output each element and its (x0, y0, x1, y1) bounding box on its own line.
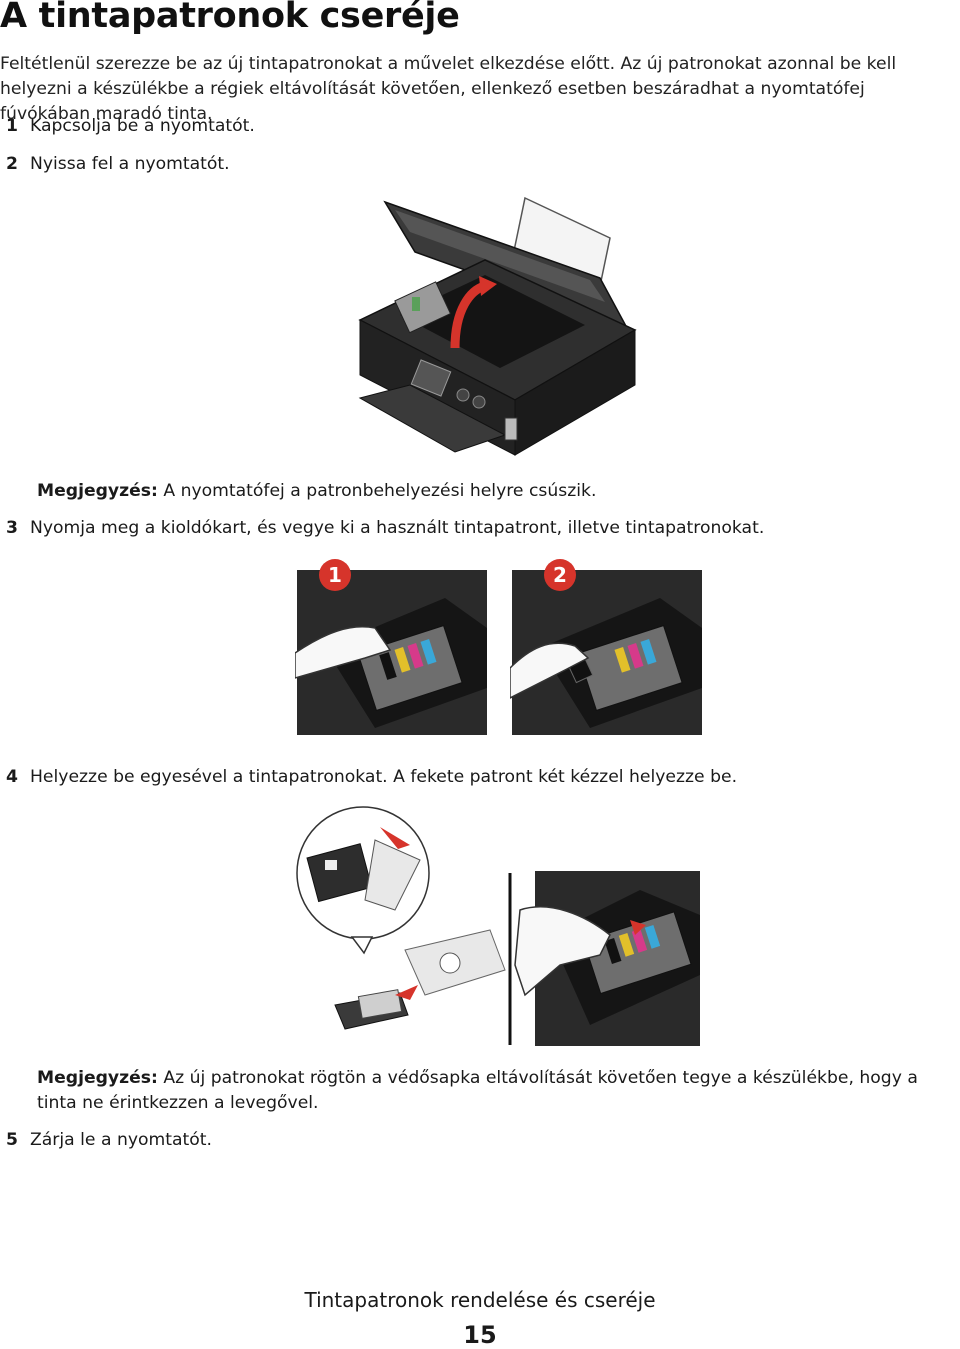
step-4: 4 Helyezze be egyesével a tintapatronokat… (6, 765, 737, 790)
figure-badge-2: 2 (553, 563, 567, 587)
insert-cartridge-illustration (296, 806, 700, 1046)
step-3: 3 Nyomja meg a kioldókart, és vegye ki a … (6, 516, 764, 541)
step-text: Nyissa fel a nyomtatót. (30, 154, 230, 174)
step-text: Nyomja meg a kioldókart, és vegye ki a h… (30, 518, 765, 538)
step-number: 5 (6, 1130, 18, 1150)
figure-badge-1: 1 (328, 563, 342, 587)
step-number: 1 (6, 116, 18, 136)
step-1: 1 Kapcsolja be a nyomtatót. (6, 114, 255, 139)
page-title: A tintapatronok cseréje (0, 0, 460, 36)
step-number: 2 (6, 154, 18, 174)
page-number: 15 (463, 1321, 497, 1349)
note-text: Az új patronokat rögtön a védősapka eltá… (37, 1068, 918, 1113)
step-number: 3 (6, 518, 18, 538)
release-lever-illustration: 1 (295, 559, 487, 735)
note-label: Megjegyzés: (37, 1068, 158, 1088)
step-2: 2 Nyissa fel a nyomtatót. (6, 152, 230, 177)
step-text: Kapcsolja be a nyomtatót. (30, 116, 255, 136)
footer-section-title: Tintapatronok rendelése és cseréje (304, 1288, 656, 1312)
intro-paragraph: Feltétlenül szerezze be az új tintapatro… (0, 54, 897, 124)
note-text: A nyomtatófej a patronbehelyezési helyre… (157, 481, 597, 501)
note-2: Megjegyzés: Az új patronokat rögtön a vé… (37, 1066, 957, 1116)
note-label: Megjegyzés: (37, 481, 158, 501)
step-text: Zárja le a nyomtatót. (30, 1130, 213, 1150)
step-number: 4 (6, 767, 18, 787)
remove-cartridge-illustration: 2 (510, 559, 702, 735)
step-5: 5 Zárja le a nyomtatót. (6, 1128, 212, 1153)
open-printer-illustration (358, 196, 637, 456)
note-1: Megjegyzés: A nyomtatófej a patronbehely… (37, 479, 957, 504)
step-text: Helyezze be egyesével a tintapatronokat.… (30, 767, 738, 787)
